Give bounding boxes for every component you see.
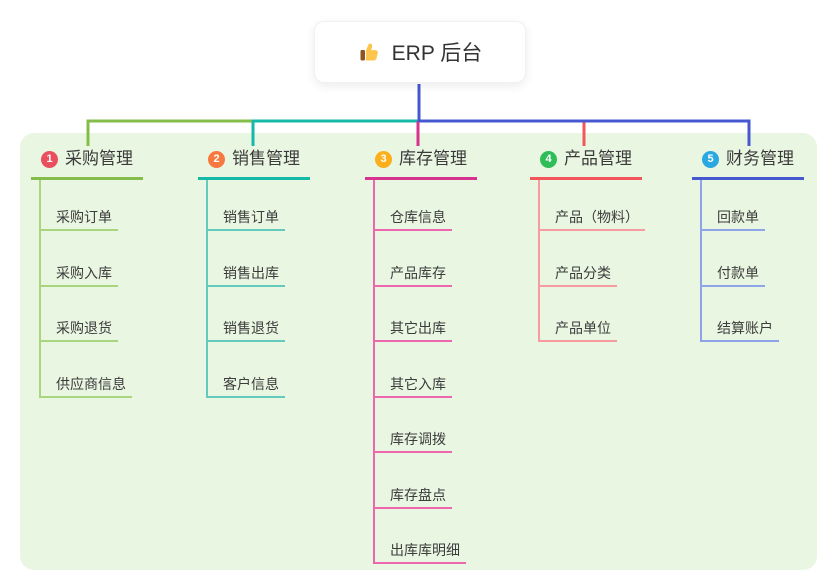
node-outbound-detail[interactable]: 出库库明细 (373, 540, 466, 564)
branch-label-text: 财务管理 (726, 149, 794, 168)
node-product-unit[interactable]: 产品单位 (538, 318, 617, 342)
branch-label-finance[interactable]: 5 财务管理 (692, 148, 804, 180)
node-payment-bill[interactable]: 付款单 (700, 263, 765, 287)
branch-child-line (206, 180, 208, 398)
thumbs-up-icon (358, 40, 382, 64)
branch-label-text: 采购管理 (65, 149, 133, 168)
node-other-outbound[interactable]: 其它出库 (373, 318, 452, 342)
badge-2-icon: 2 (208, 150, 225, 168)
node-sales-order[interactable]: 销售订单 (206, 207, 285, 231)
branch-label-sales[interactable]: 2 销售管理 (198, 148, 310, 180)
root-node-erp[interactable]: ERP 后台 (314, 21, 526, 83)
node-product-category[interactable]: 产品分类 (538, 263, 617, 287)
node-purchase-order[interactable]: 采购订单 (39, 207, 118, 231)
mindmap-panel (20, 133, 817, 570)
node-warehouse-info[interactable]: 仓库信息 (373, 207, 452, 231)
badge-3-icon: 3 (375, 150, 392, 168)
branch-label-product[interactable]: 4 产品管理 (530, 148, 642, 180)
node-receipt-bill[interactable]: 回款单 (700, 207, 765, 231)
branch-label-text: 产品管理 (564, 149, 632, 168)
badge-4-icon: 4 (540, 150, 557, 168)
root-node-label: ERP 后台 (391, 42, 483, 65)
node-product-material[interactable]: 产品（物料） (538, 207, 645, 231)
node-product-stock[interactable]: 产品库存 (373, 263, 452, 287)
badge-5-icon: 5 (702, 150, 719, 168)
node-settlement-account[interactable]: 结算账户 (700, 318, 779, 342)
node-stock-count[interactable]: 库存盘点 (373, 485, 452, 509)
node-supplier-info[interactable]: 供应商信息 (39, 374, 132, 398)
branch-label-purchase[interactable]: 1 采购管理 (31, 148, 143, 180)
branch-label-text: 销售管理 (232, 149, 300, 168)
branch-child-line (39, 180, 41, 398)
branch-child-line (373, 180, 375, 564)
branch-child-line (538, 180, 540, 342)
node-sales-outbound[interactable]: 销售出库 (206, 263, 285, 287)
branch-child-line (700, 180, 702, 342)
node-stock-transfer[interactable]: 库存调拨 (373, 429, 452, 453)
branch-label-text: 库存管理 (399, 149, 467, 168)
badge-1-icon: 1 (41, 150, 58, 168)
node-other-inbound[interactable]: 其它入库 (373, 374, 452, 398)
branch-label-inventory[interactable]: 3 库存管理 (365, 148, 477, 180)
node-customer-info[interactable]: 客户信息 (206, 374, 285, 398)
node-sales-return[interactable]: 销售退货 (206, 318, 285, 342)
node-purchase-inbound[interactable]: 采购入库 (39, 263, 118, 287)
node-purchase-return[interactable]: 采购退货 (39, 318, 118, 342)
